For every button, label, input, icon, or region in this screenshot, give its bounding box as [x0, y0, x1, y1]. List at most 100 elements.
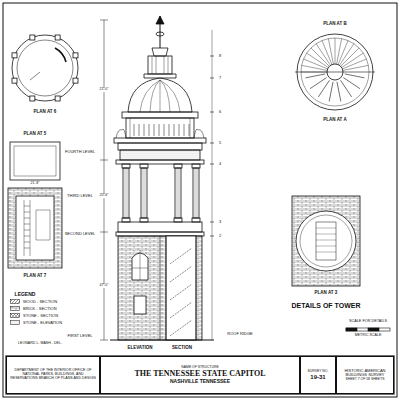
legend-row: BRICK - SECTION	[10, 305, 62, 312]
joist-line	[341, 80, 352, 97]
column	[192, 164, 200, 222]
legend-text: BRICK - SECTION	[23, 307, 57, 311]
rafter-line	[342, 59, 366, 69]
drawing-label: ELEVATION	[126, 346, 153, 351]
plan-5-7	[8, 142, 62, 268]
baluster	[184, 124, 185, 136]
drawing-label: LEONARD L. MASH - DEL.	[17, 342, 63, 346]
baluster	[169, 124, 170, 136]
sheet-title: DETAILS OF TOWER	[291, 302, 362, 309]
rafter-line	[337, 39, 342, 65]
baluster	[139, 124, 140, 136]
joist-line	[343, 78, 360, 89]
pier-block	[12, 53, 17, 58]
rafter-line	[316, 44, 330, 66]
callout-number: 2	[218, 234, 222, 238]
rafter-line	[339, 44, 353, 66]
title-text: SURVEY NO.	[308, 370, 329, 374]
drawing-label: PLAN AT 5	[23, 132, 48, 137]
baluster	[149, 124, 150, 136]
drawing-label: LEGEND	[14, 292, 37, 297]
legend-row: WOOD - SECTION	[10, 298, 62, 305]
plan-6	[12, 35, 78, 101]
callout-number: 3	[218, 220, 222, 224]
tower-elevation	[100, 16, 214, 340]
callout-number: 5	[218, 141, 222, 145]
drawing-label: PLAN AT 3	[314, 291, 339, 296]
joist-line	[318, 80, 329, 97]
pier-block	[55, 96, 60, 101]
rafter-line	[343, 65, 369, 70]
pier-block	[30, 96, 35, 101]
title-block-cell: NAME OF STRUCTURETHE TENNESSEE STATE CAP…	[100, 356, 300, 394]
title-block-cell: HISTORIC AMERICAN BUILDINGS SURVEYSHEET …	[336, 356, 394, 394]
pier-block	[12, 78, 17, 83]
column	[140, 164, 148, 222]
drawing-label: 47'-0"	[98, 284, 109, 288]
joist-line	[337, 82, 341, 102]
legend-swatch	[10, 313, 20, 318]
drawing-label: THIRD LEVEL	[66, 194, 94, 198]
baluster	[174, 124, 175, 136]
drawing-label: PLAN AT A	[322, 118, 347, 123]
legend-text: STONE - ELEVATION	[23, 321, 62, 325]
baluster	[144, 124, 145, 136]
title-text: THE TENNESSEE STATE CAPITOL	[134, 370, 265, 379]
legend-text: STONE - SECTION	[23, 314, 58, 318]
baluster	[189, 124, 190, 136]
legend-swatch	[10, 299, 20, 304]
sheet-border	[3, 3, 397, 397]
title-block-cell: SURVEY NO.19-31	[300, 356, 336, 394]
plan-b-a	[295, 34, 375, 110]
joist-line	[306, 74, 326, 78]
pier-block	[55, 35, 60, 40]
title-text: NASHVILLE TENNESSEE	[170, 379, 230, 385]
column	[174, 164, 182, 222]
drawing-label: SECTION	[171, 346, 193, 351]
joist-line	[310, 78, 327, 89]
rafter-line	[341, 48, 359, 66]
callout-number: 6	[218, 110, 222, 114]
title-text: 19-31	[310, 374, 325, 381]
drawing-label: PLAN AT B	[322, 22, 348, 27]
rafter-line	[301, 72, 327, 73]
plan-3	[292, 196, 360, 286]
rafter-line	[322, 41, 332, 65]
rafter-line	[338, 41, 348, 65]
drawing-label: METRIC SCALE	[354, 334, 383, 338]
rafter-line	[304, 59, 328, 69]
baluster	[179, 124, 180, 136]
callout-number: 8	[218, 54, 222, 58]
baluster	[159, 124, 160, 136]
pier-block	[73, 78, 78, 83]
pier-block	[30, 35, 35, 40]
callout-number: 7	[218, 76, 222, 80]
drawing-label: FIRST LEVEL	[66, 334, 93, 338]
title-text: DEPARTMENT OF THE INTERIOR OFFICE OF NAT…	[9, 369, 97, 381]
title-text: SHEET 7 OF 58 SHEETS	[346, 378, 385, 382]
baluster	[154, 124, 155, 136]
joist-line	[345, 74, 365, 78]
drawing-label: PLAN AT 7	[23, 274, 48, 279]
title-block-cell: DEPARTMENT OF THE INTERIOR OFFICE OF NAT…	[6, 356, 100, 394]
drawing-label: PLAN AT 6	[33, 110, 58, 115]
legend-text: WOOD - SECTION	[23, 300, 57, 304]
drawing-label: 25'-6"	[98, 194, 109, 198]
legend-swatch	[10, 320, 20, 325]
drawing-label: 21'-8"	[29, 182, 40, 186]
drawing-label: SCALE FOR DETAILS	[348, 320, 388, 324]
rafter-line	[342, 53, 364, 67]
legend-swatch	[10, 306, 20, 311]
rafter-line	[311, 48, 329, 66]
rafter-line	[335, 38, 336, 64]
drawing-label: ROOF RIDGE	[226, 332, 253, 336]
legend-row: STONE - SECTION	[10, 312, 62, 319]
joist-line	[329, 82, 333, 102]
drawing-label: 21'-0"	[98, 88, 109, 92]
baluster	[134, 124, 135, 136]
rafter-line	[307, 53, 329, 67]
drawing-label: SECOND LEVEL	[64, 232, 97, 236]
